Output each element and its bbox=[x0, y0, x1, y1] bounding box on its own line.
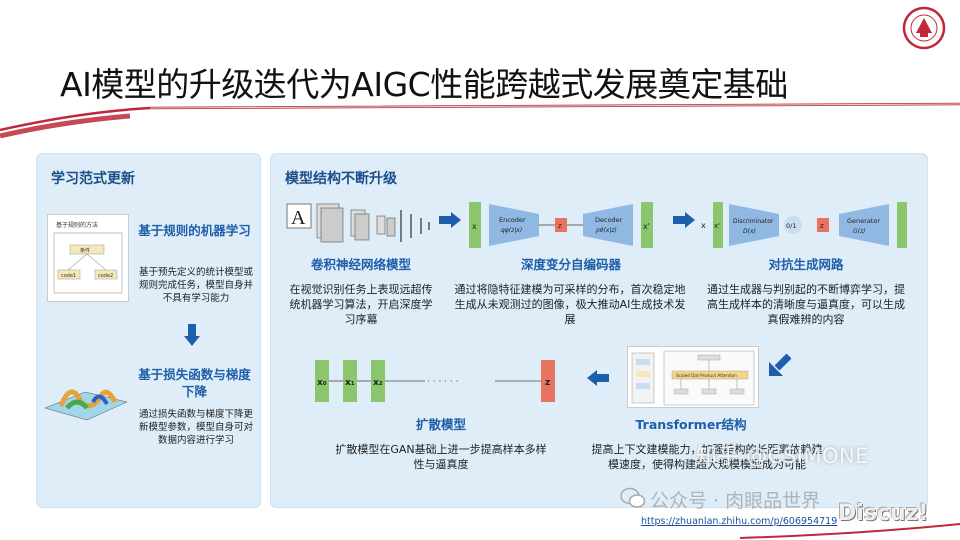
diffusion-node-x1: x₁ bbox=[345, 378, 355, 388]
down-arrow-icon bbox=[184, 324, 200, 346]
gan-disc-label: Discriminator bbox=[733, 218, 774, 225]
cnn-title: 卷积神经网络模型 bbox=[310, 257, 411, 272]
gan-x-label: x bbox=[701, 221, 706, 230]
loss-based-title: 基于损失函数与梯度下降 bbox=[138, 367, 251, 399]
learning-paradigm-heading: 学习范式更新 bbox=[51, 171, 135, 187]
flow-node-code1: code1 bbox=[61, 273, 76, 279]
vae-title: 深度变分自编码器 bbox=[520, 257, 621, 272]
flowchart-diagram: 基于规则的方法 条件 code1 code2 bbox=[53, 221, 123, 294]
university-seal-logo bbox=[902, 6, 946, 50]
zhihu-watermark: 知乎 @CSIMONE bbox=[696, 444, 869, 468]
vae-xprime-label: x' bbox=[643, 222, 650, 231]
diffusion-node-x2: x₂ bbox=[373, 378, 383, 388]
gan-diagram: x x' Discriminator D(x) 0/1 z Generator … bbox=[701, 202, 907, 248]
gan-title: 对抗生成网路 bbox=[768, 257, 844, 272]
bottom-swoosh-decoration bbox=[740, 523, 960, 539]
loss-based-desc: 通过损失函数与梯度下降更新模型参数，模型自身可对数据内容进行学习 bbox=[138, 409, 253, 446]
right-arrow-icon bbox=[673, 212, 695, 228]
flowchart-title: 基于规则的方法 bbox=[56, 221, 98, 229]
left-arrow-icon bbox=[587, 370, 609, 386]
wechat-icon bbox=[620, 487, 646, 508]
slide-title: AI模型的升级迭代为AIGC性能跨越式发展奠定基础 bbox=[60, 65, 788, 104]
vae-encoder-label: Encoder bbox=[499, 216, 526, 224]
vae-decoder-label: Decoder bbox=[595, 216, 623, 224]
flow-node-code2: code2 bbox=[98, 273, 113, 279]
flow-node-condition: 条件 bbox=[80, 247, 90, 254]
title-swoosh-decoration bbox=[0, 102, 960, 138]
vae-desc: 通过将隐特征建模为可采样的分布，首次稳定地生成从未观测过的图像，极大推动AI生成… bbox=[454, 283, 686, 326]
gan-output-label: 0/1 bbox=[786, 222, 796, 230]
vae-x-label: x bbox=[472, 222, 477, 231]
gan-disc-formula: D(x) bbox=[743, 228, 756, 235]
model-structure-panel: 模型结构不断升级 A x Encoder qφ(z|x) bbox=[270, 153, 928, 508]
vae-decoder-formula: pθ(x|z) bbox=[595, 227, 617, 234]
diffusion-diagram: x₀ x₁ x₂ · · · · · · z bbox=[315, 360, 555, 402]
cnn-desc: 在视觉识别任务上表现远超传统机器学习算法，开启深度学习序幕 bbox=[289, 283, 433, 326]
diffusion-desc: 扩散模型在GAN基础上进一步提高样本多样性与逼真度 bbox=[335, 443, 547, 471]
vae-diagram: x Encoder qφ(z|x) z Decoder pθ(x|z) x' bbox=[469, 202, 653, 248]
vae-z-label: z bbox=[558, 222, 562, 230]
gan-desc: 通过生成器与判别起的不断博弈学习，提高生成样本的清晰度与逼真度，可以生成真假难辨… bbox=[707, 283, 905, 326]
transformer-attention-label: Scaled Dot-Product Attention bbox=[676, 373, 737, 378]
gan-xprime-label: x' bbox=[714, 222, 720, 230]
transformer-desc: 提高上下文建模能力，加强结构的长距离依赖建模速度，使得构建超大规模模型成为可能 bbox=[591, 443, 823, 471]
learning-paradigm-panel: 学习范式更新 基于规则的方法 条件 code1 code2 基于规则的机器学习 … bbox=[36, 153, 261, 508]
diffusion-node-x0: x₀ bbox=[317, 378, 327, 388]
diffusion-ellipsis: · · · · · · bbox=[427, 377, 458, 387]
diffusion-title: 扩散模型 bbox=[415, 417, 466, 432]
down-left-arrow-icon bbox=[769, 354, 791, 376]
discuz-watermark: Discuz! bbox=[838, 501, 929, 526]
rule-based-title: 基于规则的机器学习 bbox=[138, 223, 251, 238]
diffusion-node-z: z bbox=[545, 378, 550, 388]
gan-gen-label: Generator bbox=[847, 217, 880, 225]
source-url-link[interactable]: https://zhuanlan.zhihu.com/p/606954719 bbox=[641, 516, 838, 527]
transformer-diagram: Scaled Dot-Product Attention bbox=[627, 346, 759, 408]
gan-z-label: z bbox=[820, 222, 824, 230]
rule-based-desc: 基于预先定义的统计模型或规则完成任务，模型自身并不具有学习能力 bbox=[138, 267, 253, 304]
transformer-title: Transformer结构 bbox=[635, 417, 747, 432]
vae-encoder-formula: qφ(z|x) bbox=[501, 227, 522, 234]
cnn-diagram: A bbox=[286, 203, 430, 243]
loss-surface-plot bbox=[44, 389, 128, 421]
gan-gen-formula: G(z) bbox=[853, 228, 865, 235]
rule-based-flowchart: 基于规则的方法 条件 code1 code2 bbox=[47, 214, 129, 302]
right-arrow-icon bbox=[439, 212, 461, 228]
wechat-watermark: 公众号 · 肉眼品世界 bbox=[650, 490, 821, 512]
model-structure-heading: 模型结构不断升级 bbox=[285, 171, 397, 187]
svg-text:A: A bbox=[291, 207, 306, 229]
